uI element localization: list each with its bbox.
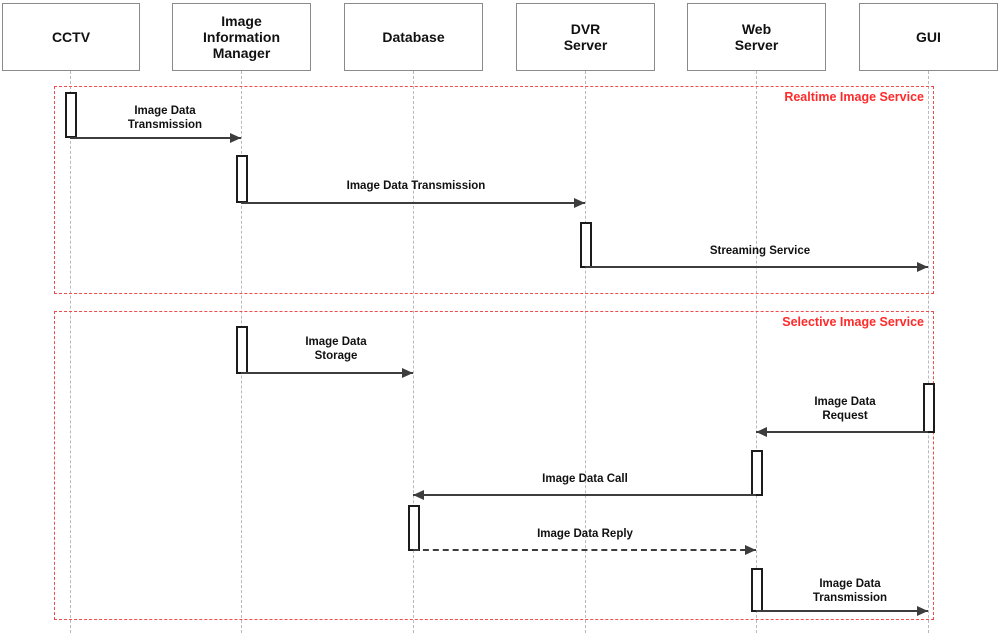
message-arrowhead-msg-2: [574, 198, 585, 208]
actor-label-gui: GUI: [916, 28, 941, 45]
message-label-msg-3: Streaming Service: [709, 245, 811, 257]
activation-bar-iim: [236, 326, 248, 374]
message-line-msg-6: [413, 494, 756, 496]
actor-box-web[interactable]: Web Server: [687, 3, 826, 71]
actor-label-dvr: DVR Server: [563, 20, 608, 53]
activation-bar-gui: [923, 383, 935, 433]
message-label-msg-8: Image Data Transmission: [812, 578, 888, 604]
message-line-msg-5: [756, 431, 928, 433]
message-label-msg-2: Image Data Transmission: [346, 180, 486, 192]
lifeline-database: [413, 71, 414, 633]
message-arrowhead-msg-5: [756, 427, 767, 437]
activation-bar-iim: [236, 155, 248, 203]
message-line-msg-7: [413, 549, 756, 551]
activation-bar-dvr: [580, 222, 592, 268]
fragment-label-realtime: Realtime Image Service: [784, 90, 924, 104]
actor-label-web: Web Server: [734, 20, 779, 53]
message-arrowhead-msg-8: [917, 606, 928, 616]
activation-bar-database: [408, 505, 420, 551]
activation-bar-web: [751, 450, 763, 496]
message-label-msg-4: Image Data Storage: [305, 336, 367, 362]
message-label-msg-7: Image Data Reply: [537, 528, 633, 540]
actor-box-gui[interactable]: GUI: [859, 3, 998, 71]
lifeline-web: [756, 71, 757, 633]
lifeline-gui: [928, 71, 929, 633]
message-arrowhead-msg-3: [917, 262, 928, 272]
actor-box-iim[interactable]: Image Information Manager: [172, 3, 311, 71]
fragment-label-selective: Selective Image Service: [782, 315, 924, 329]
lifeline-dvr: [585, 71, 586, 633]
activation-bar-cctv: [65, 92, 77, 138]
fragment-selective: [54, 311, 934, 620]
actor-label-iim: Image Information Manager: [203, 12, 280, 62]
lifeline-cctv: [70, 71, 71, 633]
message-arrowhead-msg-1: [230, 133, 241, 143]
actor-box-cctv[interactable]: CCTV: [2, 3, 140, 71]
actor-box-database[interactable]: Database: [344, 3, 483, 71]
message-label-msg-1: Image Data Transmission: [127, 105, 203, 131]
message-line-msg-4: [241, 372, 413, 374]
message-arrowhead-msg-4: [402, 368, 413, 378]
message-arrowhead-msg-7: [745, 545, 756, 555]
message-line-msg-3: [585, 266, 928, 268]
message-label-msg-6: Image Data Call: [542, 473, 628, 485]
activation-bar-web: [751, 568, 763, 612]
message-line-msg-8: [756, 610, 928, 612]
message-line-msg-1: [70, 137, 241, 139]
actor-label-database: Database: [382, 28, 445, 45]
actor-label-cctv: CCTV: [51, 28, 91, 45]
message-arrowhead-msg-6: [413, 490, 424, 500]
actor-box-dvr[interactable]: DVR Server: [516, 3, 655, 71]
message-line-msg-2: [241, 202, 585, 204]
message-label-msg-5: Image Data Request: [814, 396, 876, 422]
